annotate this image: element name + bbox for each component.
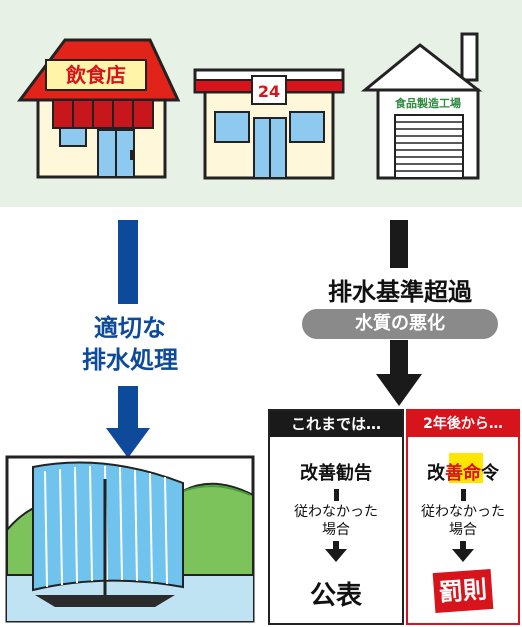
before-down-arrow-icon xyxy=(325,541,347,562)
after-header: 2年後から… xyxy=(408,411,518,437)
before-result: 公表 xyxy=(309,581,362,611)
buildings-illustration: 飲食店 24 食品製造工場 xyxy=(17,32,483,180)
after-line xyxy=(461,489,466,501)
after-condition-line2: 場合 xyxy=(449,522,477,538)
after-condition: 従わなかった 場合 xyxy=(408,503,518,539)
before-step1: 改善勧告 xyxy=(300,463,372,484)
highlight-marker xyxy=(449,453,483,483)
factory-sign: 食品製造工場 xyxy=(395,96,461,110)
after-result: 罰則 xyxy=(432,569,494,613)
restaurant-building-icon: 飲食店 xyxy=(17,38,181,179)
proper-drainage-label: 適切な 排水処理 xyxy=(50,312,210,376)
proper-drainage-line1: 適切な xyxy=(94,314,166,342)
after-step1-highlight: 善命 xyxy=(445,463,481,484)
before-condition: 従わなかった 場合 xyxy=(270,503,402,539)
convenience-store-icon: 24 xyxy=(193,68,345,180)
after-box: 2年後から… 改善命令 従わなかった 場合 罰則 xyxy=(406,409,520,625)
after-condition-line1: 従わなかった xyxy=(421,504,505,520)
proper-drainage-line2: 排水処理 xyxy=(82,346,178,374)
before-box: これまでは… 改善勧告 従わなかった 場合 公表 xyxy=(268,409,404,625)
dark-flow-arrow xyxy=(376,220,422,406)
after-step1-part2: 令 xyxy=(481,463,499,484)
factory-icon: 食品製造工場 xyxy=(360,32,483,180)
exceed-standard-label: 排水基準超過 xyxy=(328,278,472,306)
store-sign: 24 xyxy=(258,82,280,101)
water-quality-pill: 水質の悪化 xyxy=(302,309,498,339)
restaurant-sign: 飲食店 xyxy=(65,63,126,87)
river-waterfall-boat-icon xyxy=(5,455,255,623)
before-condition-line1: 従わなかった xyxy=(294,504,378,520)
after-down-arrow-icon xyxy=(452,541,474,562)
after-step1: 改善命令 xyxy=(408,459,518,485)
before-header: これまでは… xyxy=(270,411,402,437)
before-condition-line2: 場合 xyxy=(322,522,350,538)
before-line xyxy=(334,489,339,501)
after-step1-part1: 改 xyxy=(427,463,445,484)
blue-flow-arrow xyxy=(106,220,150,458)
